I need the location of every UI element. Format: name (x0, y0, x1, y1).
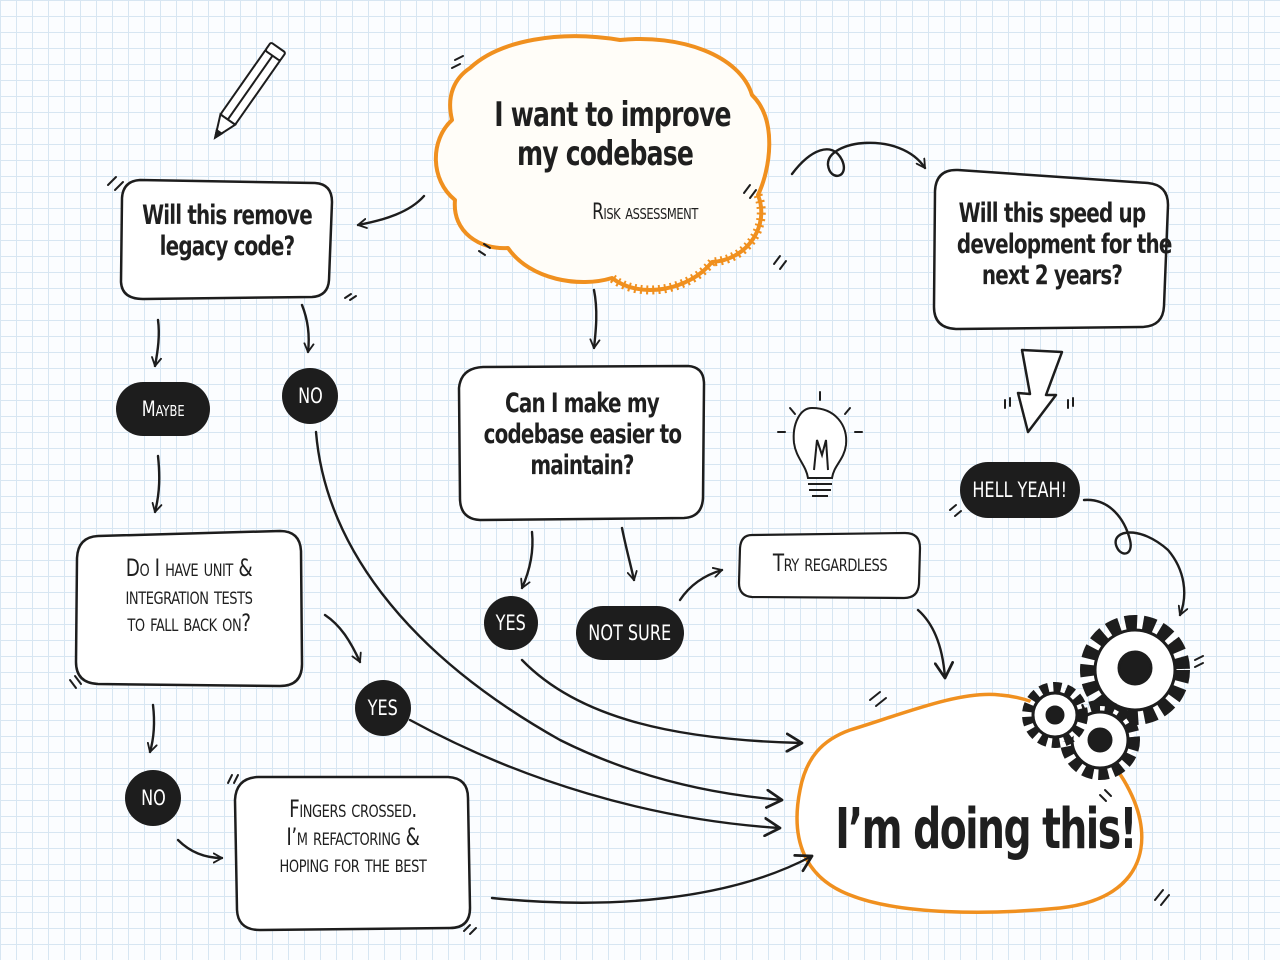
speed-line2: development for the (956, 229, 1173, 261)
start-title-line1: I want to improve (494, 95, 731, 135)
arrow-start-to-maintain (589, 288, 601, 350)
fingers-line1: Fingers crossed. (289, 795, 417, 823)
final-blob-shape (795, 692, 1144, 914)
arrow-start-to-legacy (356, 194, 426, 229)
tests-line3: to fall back on? (127, 609, 251, 638)
pill-hell-yeah: HELL YEAH! (960, 462, 1080, 518)
pill-maybe-label: Maybe (141, 397, 185, 421)
legacy-line1: Will this remove (142, 200, 313, 231)
pill-no-tests-label: NO (140, 786, 166, 810)
arrow-maintain-to-yes (520, 530, 534, 590)
fingers-line2: I’m refactoring & (286, 822, 420, 851)
maintain-line2: codebase easier to (483, 419, 682, 451)
arrow-start-to-speed (790, 141, 927, 177)
start-cloud-hatch (609, 193, 766, 295)
sketch-ticks (69, 55, 1204, 935)
arrow-yes-maintain-to-final (520, 658, 802, 743)
legacy-question: Will this remove legacy code? (141, 200, 313, 262)
maintain-question: Can I make my codebase easier to maintai… (483, 388, 682, 482)
legacy-box-shape (119, 178, 334, 301)
pill-yes-tests: YES (355, 680, 411, 736)
fingers-text: Fingers crossed. I’m refactoring & hopin… (255, 795, 451, 879)
pill-not-sure-label: NOT SURE (588, 621, 672, 645)
try-box-shape (737, 531, 922, 600)
speed-line3: next 2 years? (981, 260, 1123, 292)
arrow-legacy-to-no (300, 303, 315, 354)
arrow-no-to-fingers (176, 838, 224, 864)
lightbulb-icon (777, 391, 863, 497)
fingers-line3: hoping for the best (279, 850, 427, 879)
tests-line1: Do I have unit & (125, 554, 253, 582)
pill-no-tests: NO (125, 770, 181, 826)
pill-hell-yeah-label: HELL YEAH! (972, 478, 1068, 502)
final-outcome-label: I’m doing this! (835, 797, 1137, 862)
pill-yes-maintain: YES (484, 596, 538, 650)
arrow-maybe-to-tests (151, 454, 163, 514)
arrow-try-to-final (916, 608, 945, 678)
speed-question: Will this speed up development for the n… (956, 198, 1173, 292)
arrow-hellyeah-to-gears (1082, 498, 1189, 617)
big-down-arrow-icon (1016, 348, 1064, 434)
maintain-box-shape (457, 364, 706, 522)
start-title: I want to improve my codebase (494, 95, 731, 175)
legacy-line2: legacy code? (159, 231, 296, 263)
start-title-line2: my codebase (516, 134, 694, 175)
try-regardless-label: Try regardless (772, 549, 888, 577)
arrow-tests-to-no (146, 703, 158, 754)
pill-yes-maintain-label: YES (495, 611, 527, 635)
risk-assessment-caption: Risk assessment (592, 200, 698, 225)
arrow-legacy-to-maybe (151, 318, 162, 368)
arrow-notsure-to-try (678, 567, 724, 602)
maintain-line1: Can I make my (505, 388, 660, 419)
arrow-fingers-to-final (490, 856, 812, 904)
arrow-no-legacy-to-final (314, 430, 782, 800)
pill-no-legacy: NO (282, 368, 338, 424)
speed-box-shape (932, 168, 1170, 331)
maintain-line3: maintain? (530, 450, 634, 482)
pencil-icon (213, 42, 286, 140)
pill-no-legacy-label: NO (297, 384, 323, 408)
tests-line2: integration tests (125, 581, 253, 610)
speed-line1: Will this speed up (958, 198, 1147, 229)
arrow-yes-tests-to-final (408, 718, 780, 828)
pill-not-sure: NOT SURE (576, 606, 684, 660)
gears-icon (1022, 615, 1190, 780)
pill-yes-tests-label: YES (367, 696, 399, 720)
arrow-tests-to-yes (323, 613, 362, 664)
tests-question: Do I have unit & integration tests to fa… (95, 554, 284, 638)
pill-maybe: Maybe (116, 382, 210, 436)
fingers-box-shape (233, 775, 472, 932)
arrow-maintain-to-notsure (620, 526, 638, 582)
tests-box-shape (74, 529, 304, 688)
start-cloud-shape (433, 34, 772, 292)
